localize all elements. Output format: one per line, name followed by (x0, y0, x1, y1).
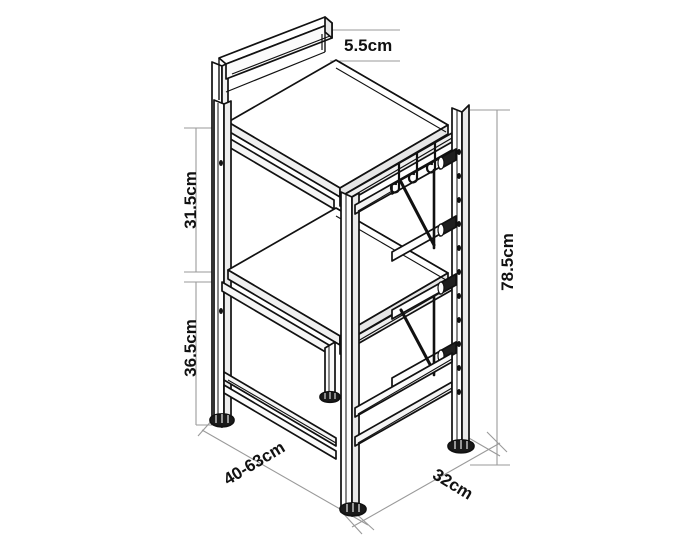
hook-icon (407, 151, 419, 184)
post-hole-icon (457, 293, 461, 299)
right-face-mid-stretcher-line (357, 358, 453, 415)
back-left-foot-tread (215, 414, 229, 423)
hook-icon (389, 161, 401, 194)
post-hole-icon (219, 308, 223, 314)
post-hole-icon (457, 365, 461, 371)
top-shelf-back-right-rail (335, 59, 449, 126)
front-center-foot-tread (346, 503, 360, 512)
center-foot-tread (324, 392, 336, 399)
dimension-label-total-height: 78.5cm (498, 233, 517, 291)
post-hole-icon (457, 341, 461, 347)
guard-rail-lower-edge (225, 51, 326, 93)
post-hole-icon (457, 149, 461, 155)
post-hole-icon (219, 160, 223, 166)
upper-diagonal-brace (399, 180, 436, 247)
front-left-post (213, 99, 225, 422)
upper-rail-collar (437, 156, 445, 170)
post-hole-icon (457, 317, 461, 323)
dim-tick-depth-right (486, 431, 508, 453)
back-right-foot-tread (454, 440, 468, 449)
lower-diagonal-brace (399, 308, 436, 374)
dimension-label-lower-tier-gap: 36.5cm (181, 319, 200, 377)
top-shelf-front-right-edge (339, 124, 449, 198)
lower-rail-collar (437, 223, 445, 237)
top-shelf-back-right-rail-inner (335, 67, 447, 133)
post-hole-icon (457, 197, 461, 203)
lower-zone-rail-upper-collar (437, 281, 445, 295)
front-center-post-side (351, 192, 360, 517)
guard-rail-inner-edge (231, 35, 331, 75)
post-hole-icon (457, 389, 461, 395)
dimension-label-upper-tier-gap: 31.5cm (181, 171, 200, 229)
middle-shelf-left-rail-line (227, 278, 341, 346)
top-shelf-left-rail-line (227, 130, 341, 198)
hooks-group (389, 141, 437, 194)
bottom-left-stretcher (223, 371, 337, 447)
hook-icon (425, 141, 437, 174)
bottom-left-stretcher-line (227, 379, 337, 444)
post-hole-icon (457, 221, 461, 227)
post-hole-icon (457, 269, 461, 275)
back-right-post-side (461, 104, 470, 453)
bottom-left-stretcher-lower (223, 384, 337, 460)
post-hole-icon (457, 173, 461, 179)
guard-rail-end-cap (324, 16, 333, 39)
rack-structure-group (209, 16, 475, 517)
dim-tick-depth-left (341, 511, 363, 535)
dim-line-depth (351, 442, 501, 528)
right-face-lower-rail-line (357, 387, 453, 444)
dimension-lines-group (184, 29, 510, 535)
dimension-label-back-rail-height: 5.5cm (344, 36, 392, 55)
post-hole-icon (457, 245, 461, 251)
